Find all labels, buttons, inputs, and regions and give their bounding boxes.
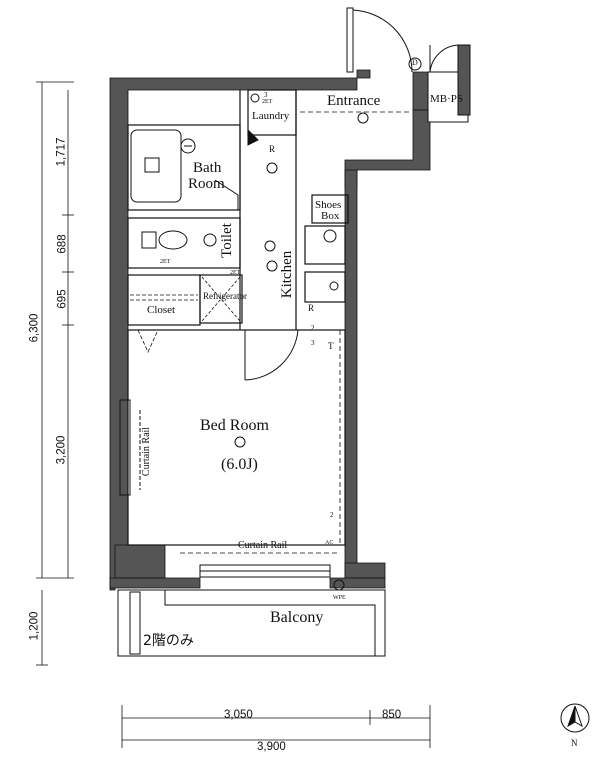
shoes-label: Shoes	[315, 199, 342, 211]
dim-seg1: 1,717	[55, 137, 68, 167]
marker-ac: AC	[325, 540, 334, 546]
bath-room-label: Room	[188, 176, 225, 192]
dim-seg3: 695	[56, 289, 69, 309]
marker-2et-b: 2ET	[160, 259, 171, 265]
marker-3b: 3	[311, 339, 315, 347]
dim-seg2: 688	[56, 234, 69, 254]
mbps-label: MB·PS	[430, 93, 464, 105]
balcony-outline	[117, 589, 386, 657]
marker-t: T	[328, 341, 334, 351]
dim-width-main: 3,050	[224, 709, 253, 721]
interior-walls	[127, 89, 349, 546]
entrance-door	[346, 7, 413, 73]
bedroom-label: Bed Room	[200, 417, 269, 434]
closet-lines	[130, 294, 198, 353]
dim-balcony-depth: 1,200	[28, 611, 41, 641]
marker-2et-a: 2ET	[262, 99, 273, 105]
mbps-door	[427, 44, 471, 123]
refrigerator-label: Refrigerator	[203, 291, 247, 301]
bath-label: Bath	[193, 160, 222, 176]
balcony-label: Balcony	[270, 609, 324, 626]
curtain-rail-left-line	[119, 399, 141, 496]
dimension-lines	[36, 81, 431, 748]
box-label: Box	[321, 210, 340, 222]
dim-total-height: 6,300	[28, 313, 41, 343]
outlets	[234, 57, 422, 591]
bath-tub	[130, 129, 196, 203]
compass-icon	[560, 703, 590, 733]
dashed-lines	[180, 111, 410, 554]
bedroom-door	[244, 329, 299, 381]
marker-d: D	[412, 58, 418, 67]
closet-label: Closet	[147, 304, 176, 316]
bottom-window	[199, 564, 331, 578]
curtain-rail-bottom-label: Curtain Rail	[238, 540, 288, 551]
curtain-rail-left-label: Curtain Rail	[141, 426, 153, 477]
marker-wpe: WPE	[333, 595, 346, 601]
kitchen-label: Kitchen	[279, 250, 296, 299]
marker-r1: R	[269, 144, 276, 154]
bedroom-size-label: (6.0J)	[221, 456, 258, 473]
marker-2b: 2	[330, 511, 334, 519]
compass-north-label: N	[571, 738, 578, 748]
marker-r2: R	[308, 303, 315, 313]
dim-seg4: 3,200	[55, 435, 68, 465]
laundry-label: Laundry	[252, 110, 290, 122]
bath-door	[214, 128, 259, 210]
marker-3a: 3	[264, 91, 268, 99]
entrance-label: Entrance	[327, 93, 381, 109]
dim-width-total: 3,900	[257, 741, 286, 753]
toilet-label: Toilet	[218, 223, 235, 258]
marker-2et-c: 2ET	[230, 270, 241, 276]
dim-width-side: 850	[382, 709, 402, 721]
second-floor-only-label: 2階のみ	[143, 633, 194, 649]
marker-2a: 2	[311, 324, 315, 332]
toilet-fixture	[141, 230, 217, 250]
